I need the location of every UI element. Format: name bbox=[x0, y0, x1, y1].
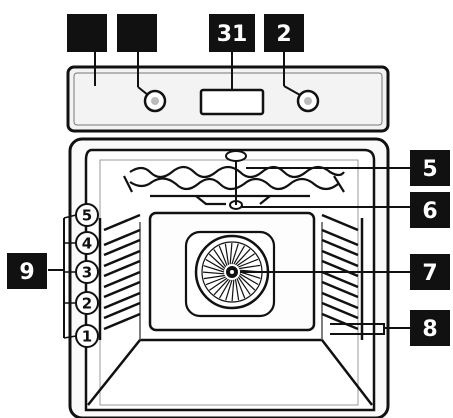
fan-blade bbox=[237, 276, 251, 295]
svg-text:3: 3 bbox=[82, 264, 92, 282]
shelf-level-4: 4 bbox=[75, 231, 99, 255]
fan-blade bbox=[231, 243, 239, 265]
fan-blade bbox=[203, 265, 225, 273]
svg-text:6: 6 bbox=[422, 199, 437, 224]
fan-blade bbox=[205, 258, 225, 271]
display-window bbox=[199, 88, 265, 116]
svg-text:2: 2 bbox=[276, 22, 291, 47]
svg-text:4: 4 bbox=[82, 235, 92, 253]
fan-blade bbox=[202, 271, 225, 275]
fan-blade bbox=[213, 249, 227, 268]
fan-blade bbox=[239, 271, 261, 279]
leader-lines bbox=[235, 160, 414, 335]
fan-blade bbox=[239, 264, 261, 270]
svg-text:5: 5 bbox=[82, 207, 92, 225]
control-panel bbox=[66, 50, 390, 133]
shelf-level-5: 5 bbox=[75, 203, 99, 227]
svg-text:9: 9 bbox=[19, 260, 34, 285]
svg-text:5: 5 bbox=[422, 157, 437, 182]
svg-text:2: 2 bbox=[82, 295, 92, 313]
shelf-level-2: 2 bbox=[75, 291, 99, 315]
fan-blade bbox=[213, 278, 229, 296]
fan-icon bbox=[194, 234, 270, 310]
shelf-level-markers: 5 4 3 2 1 bbox=[48, 203, 99, 348]
fan-blade bbox=[218, 245, 228, 266]
shelf-level-3: 3 bbox=[75, 260, 99, 284]
shelf-level-1: 1 bbox=[75, 324, 99, 348]
callout-lamp: 6 bbox=[410, 192, 450, 228]
svg-text:1: 1 bbox=[82, 328, 92, 346]
fan-blade bbox=[238, 275, 256, 291]
fan-blade bbox=[225, 279, 233, 301]
fan-blade bbox=[224, 243, 230, 265]
fan-blade bbox=[235, 248, 251, 266]
callout-top-2 bbox=[117, 14, 157, 52]
callout-shelf-levels: 9 bbox=[7, 253, 47, 289]
svg-text:31: 31 bbox=[217, 22, 248, 47]
fan-blade bbox=[209, 277, 228, 291]
fan-blade bbox=[234, 279, 240, 301]
fan-blade bbox=[239, 273, 259, 286]
callout-fan: 7 bbox=[410, 254, 450, 290]
callout-knob-right: 2 bbox=[264, 14, 304, 52]
svg-text:7: 7 bbox=[422, 261, 437, 286]
fan-blade bbox=[236, 253, 255, 267]
fan-blade bbox=[208, 253, 226, 269]
callout-display: 31 bbox=[209, 14, 255, 52]
fan-blade bbox=[203, 274, 225, 280]
fan-blade bbox=[229, 242, 233, 265]
fan-blade bbox=[231, 279, 235, 302]
fan-blade bbox=[236, 278, 246, 299]
fan-blade bbox=[233, 245, 246, 265]
callout-top-1 bbox=[67, 14, 107, 52]
svg-text:8: 8 bbox=[422, 317, 437, 342]
right-side-rails bbox=[321, 213, 364, 340]
callout-side-rails: 8 bbox=[410, 310, 450, 346]
callout-grill: 5 bbox=[410, 150, 450, 186]
fan-blade bbox=[205, 276, 226, 286]
left-side-rails bbox=[98, 213, 141, 340]
fan-blade bbox=[218, 279, 231, 299]
fan-blade bbox=[238, 258, 259, 268]
